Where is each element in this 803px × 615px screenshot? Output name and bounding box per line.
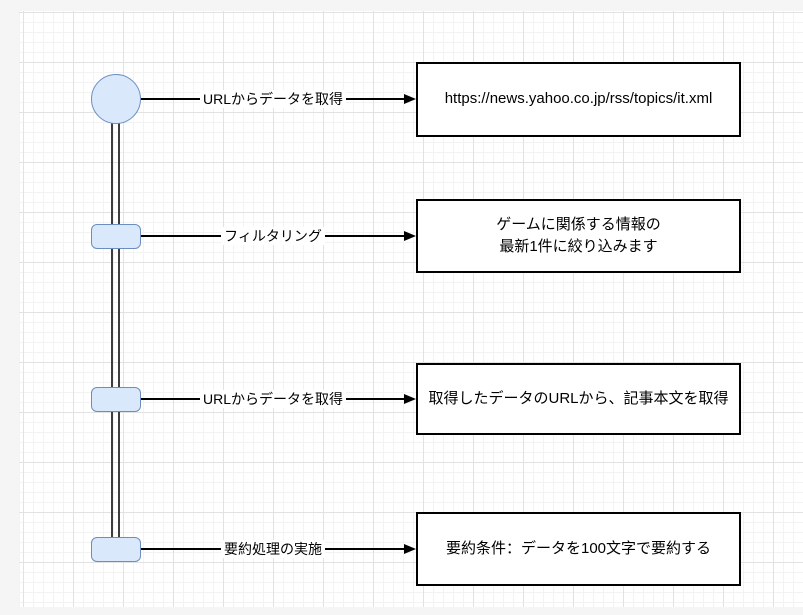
- lifeline: [111, 123, 120, 550]
- arrowhead-icon: [404, 94, 416, 104]
- diagram-canvas: URLからデータを取得 https://news.yahoo.co.jp/rss…: [19, 11, 803, 607]
- edge-label: URLからデータを取得: [141, 390, 405, 408]
- edge-label-text: 要約処理の実施: [221, 540, 325, 558]
- edge-label-text: URLからデータを取得: [199, 90, 346, 108]
- edge-label: URLからデータを取得: [141, 90, 405, 108]
- activation-node-2: [91, 387, 141, 412]
- start-node-circle: [91, 74, 141, 124]
- arrowhead-icon: [404, 231, 416, 241]
- edge-label: フィルタリング: [141, 227, 405, 245]
- step-box-text: https://news.yahoo.co.jp/rss/topics/it.x…: [444, 90, 713, 108]
- arrowhead-icon: [404, 544, 416, 554]
- step-box-summarize: 要約条件：データを100文字で要約する: [416, 512, 741, 586]
- step-box-fetch-article: 取得したデータのURLから、記事本文を取得: [416, 363, 741, 435]
- edge-label-text: フィルタリング: [221, 227, 325, 245]
- step-box-text: ゲームに関係する情報の 最新1件に絞り込みます: [496, 215, 661, 256]
- step-box-text: 取得したデータのURLから、記事本文を取得: [428, 389, 729, 407]
- arrowhead-icon: [404, 394, 416, 404]
- edge-label-text: URLからデータを取得: [199, 390, 346, 408]
- step-box-url-source: https://news.yahoo.co.jp/rss/topics/it.x…: [416, 62, 741, 137]
- edge-label: 要約処理の実施: [141, 540, 405, 558]
- activation-node-1: [91, 224, 141, 249]
- activation-node-3: [91, 537, 141, 562]
- step-box-text: 要約条件：データを100文字で要約する: [445, 539, 712, 557]
- step-box-filtering: ゲームに関係する情報の 最新1件に絞り込みます: [416, 199, 741, 273]
